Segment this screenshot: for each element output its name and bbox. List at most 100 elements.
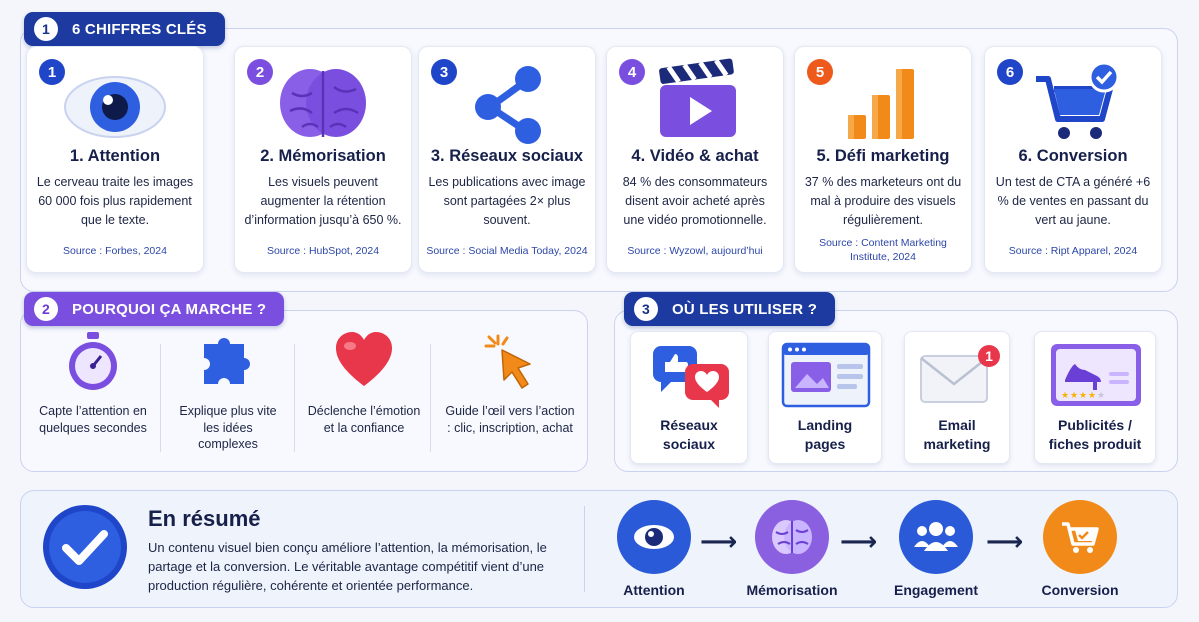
stat-card-video: 4 4. Vidéo & achat 84 % des consommateur… [606, 46, 784, 273]
envelope-icon: 1 [920, 345, 1000, 403]
checkmark-icon [43, 505, 127, 589]
use-card-label: Email marketing [923, 417, 991, 452]
bar-chart-icon [848, 69, 914, 139]
use-card-label: Landing pages [797, 417, 853, 452]
why-it-works-section [20, 310, 588, 472]
key-figures-header: 1 6 CHIFFRES CLÉS [24, 12, 225, 46]
section-number: 2 [34, 297, 58, 321]
use-card-label: Publicités / fiches produit [1048, 417, 1142, 452]
why-item-explain: Explique plus vite les idées complexes [172, 330, 284, 453]
rating-star: ★ [1061, 391, 1069, 401]
brain-icon [280, 69, 366, 137]
card-badge: 4 [619, 59, 645, 85]
cart-check-icon [1036, 61, 1120, 139]
card-badge: 1 [39, 59, 65, 85]
card-text: 37 % des marketeurs ont du mal à produir… [804, 175, 962, 227]
notification-count: 1 [985, 348, 993, 364]
card-title: 6. Conversion [1018, 147, 1128, 165]
people-icon [914, 522, 958, 551]
brain-icon [772, 520, 812, 554]
summary-title: En résumé [148, 506, 261, 531]
stat-card-memorisation: 2 2. Mémorisation Les visuels peuvent au… [234, 46, 412, 273]
use-card-ads: ★★★★★ Publicités / fiches produit [1034, 331, 1156, 464]
rating-stars: ★★★★★ [1061, 391, 1105, 401]
product-ad-icon: ★★★★★ [1051, 344, 1141, 406]
stat-card-marketing: 5 5. Défi marketing 37 % des marketeurs … [794, 46, 972, 273]
card-source: Source : Social Media Today, 2024 [426, 245, 588, 257]
why-item-label: Guide l’œil vers l’action : clic, inscri… [445, 404, 575, 435]
section-title: 6 CHIFFRES CLÉS [72, 20, 207, 38]
card-title: 5. Défi marketing [816, 147, 950, 165]
where-to-use-header: 3 OÙ LES UTILISER ? [624, 292, 836, 326]
flow-step-label: Engagement [893, 582, 978, 598]
cursor-click-icon [484, 334, 531, 389]
why-item-label: Explique plus vite les idées complexes [179, 404, 277, 451]
use-card-social: Réseaux sociaux [630, 331, 748, 464]
social-bubbles-icon [653, 346, 729, 408]
landing-page-icon [781, 342, 871, 408]
card-text: 84 % des consommateurs disent avoir ache… [622, 175, 768, 227]
why-item-action: Guide l’œil vers l’action : clic, inscri… [442, 330, 578, 436]
rating-star: ★ [1079, 391, 1087, 401]
why-item-label: Capte l’attention en quelques secondes [39, 404, 147, 435]
flow-step-engagement: Engagement [876, 500, 996, 598]
card-text: Le cerveau traite les images 60 000 fois… [36, 175, 194, 227]
card-text: Un test de CTA a généré +6 % de ventes e… [995, 175, 1151, 227]
rating-star: ★ [1070, 391, 1078, 401]
why-it-works-header: 2 POURQUOI ÇA MARCHE ? [24, 292, 285, 326]
cart-icon [1062, 522, 1099, 553]
share-icon [475, 66, 541, 144]
flow-step-memorisation: Mémorisation [732, 500, 852, 598]
section-title: POURQUOI ÇA MARCHE ? [72, 300, 267, 318]
card-title: 1. Attention [69, 147, 161, 165]
summary-text: Un contenu visuel bien conçu améliore l’… [148, 540, 547, 593]
rating-star: ★ [1088, 391, 1096, 401]
card-title: 4. Vidéo & achat [631, 147, 759, 165]
card-source: Source : Content Marketing Institute, 20… [819, 237, 947, 263]
use-card-landing: Landing pages [768, 331, 882, 464]
eye-icon [64, 76, 166, 138]
card-badge: 3 [431, 59, 457, 85]
card-source: Source : Ript Apparel, 2024 [1008, 245, 1138, 257]
why-item-label: Déclenche l’émotion et la confiance [307, 404, 421, 435]
summary-section [20, 490, 1178, 608]
card-title: 3. Réseaux sociaux [430, 147, 584, 165]
why-item-attention: Capte l’attention en quelques secondes [38, 330, 148, 436]
flow-step-attention: Attention [594, 500, 714, 598]
card-title: 2. Mémorisation [260, 147, 386, 165]
rating-star: ★ [1097, 391, 1105, 401]
section-number: 3 [634, 297, 658, 321]
use-card-email: 1 Email marketing [904, 331, 1010, 464]
flow-step-label: Mémorisation [746, 582, 838, 598]
puzzle-icon [204, 338, 250, 384]
section-number: 1 [34, 17, 58, 41]
flow-arrow: ⟶ [840, 526, 878, 556]
flow-step-conversion: Conversion [1020, 500, 1140, 598]
use-card-label: Réseaux sociaux [660, 417, 718, 452]
stat-card-conversion: 6 6. Conversion Un test de CTA a généré … [984, 46, 1162, 273]
clapperboard-icon [659, 58, 736, 137]
card-badge: 6 [997, 59, 1023, 85]
card-badge: 2 [247, 59, 273, 85]
card-text: Les visuels peuvent augmenter la rétenti… [244, 175, 402, 227]
flow-step-label: Conversion [1041, 582, 1119, 598]
divider [430, 344, 431, 452]
card-source: Source : HubSpot, 2024 [266, 245, 380, 257]
flow-step-label: Attention [623, 582, 685, 598]
section-title: OÙ LES UTILISER ? [672, 300, 818, 318]
card-badge: 5 [807, 59, 833, 85]
summary-divider [584, 506, 585, 592]
card-source: Source : Forbes, 2024 [63, 245, 167, 257]
flow-arrow: ⟶ [700, 526, 738, 556]
card-text: Les publications avec image sont partagé… [428, 175, 586, 227]
stat-card-social: 3 3. Réseaux sociaux Les publications av… [418, 46, 596, 273]
divider [160, 344, 161, 452]
stopwatch-icon [69, 332, 117, 390]
divider [294, 344, 295, 452]
stat-card-attention: 1 1. Attention Le cerveau traite les ima… [26, 46, 204, 273]
flow-arrow: ⟶ [986, 526, 1024, 556]
eye-icon [634, 525, 674, 549]
why-item-emotion: Déclenche l’émotion et la confiance [302, 330, 426, 436]
card-source: Source : Wyzowl, aujourd’hui [627, 245, 763, 257]
heart-icon [336, 332, 392, 386]
